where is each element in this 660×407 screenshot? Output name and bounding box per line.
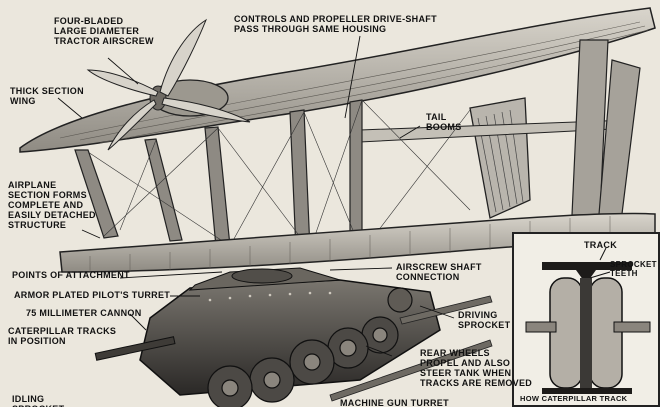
tank-wheels xyxy=(207,287,413,407)
wing-struts xyxy=(74,99,363,253)
label-controls-housing: CONTROLS AND PROPELLER DRIVE-SHAFT PASS … xyxy=(234,14,437,34)
label-75mm-cannon: 75 MILLIMETER CANNON xyxy=(26,308,142,318)
label-caterpillar-tracks: CATERPILLAR TRACKS IN POSITION xyxy=(8,326,117,346)
track-inset-panel: TRACK SPROCKET TEETH HOW CATERPILLAR TRA… xyxy=(512,232,660,407)
label-points-of-attachment: POINTS OF ATTACHMENT xyxy=(12,270,130,280)
inset-caption: HOW CATERPILLAR TRACK xyxy=(520,394,628,403)
bracing-wires xyxy=(87,99,471,253)
inset-track-label: TRACK xyxy=(584,240,617,250)
label-rear-wheels: REAR WHEELS PROPEL AND ALSO STEER TANK W… xyxy=(420,348,533,388)
detached-track xyxy=(329,295,493,402)
track-cross-section xyxy=(525,247,651,394)
label-idling-sprocket: IDLING SPROCKET xyxy=(12,394,64,407)
label-thick-section-wing: THICK SECTION WING xyxy=(10,86,84,106)
label-airplane-section: AIRPLANE SECTION FORMS COMPLETE AND EASI… xyxy=(8,180,96,230)
inset-sprocket-teeth-label: SPROCKET TEETH xyxy=(610,260,657,278)
label-armor-plated-turret: ARMOR PLATED PILOT'S TURRET xyxy=(14,290,171,300)
airscrew xyxy=(86,18,251,151)
label-machine-gun-turret: MACHINE GUN TURRET xyxy=(340,398,449,407)
label-driving-sprocket: DRIVING SPROCKET xyxy=(458,310,511,330)
leader-lines xyxy=(57,35,455,357)
label-four-bladed-airscrew: FOUR-BLADED LARGE DIAMETER TRACTOR AIRSC… xyxy=(54,16,154,46)
tail-structure xyxy=(359,39,641,231)
label-tail-booms: TAIL BOOMS xyxy=(426,112,462,132)
tank-body xyxy=(94,267,441,396)
label-airscrew-shaft-connection: AIRSCREW SHAFT CONNECTION xyxy=(396,262,482,282)
